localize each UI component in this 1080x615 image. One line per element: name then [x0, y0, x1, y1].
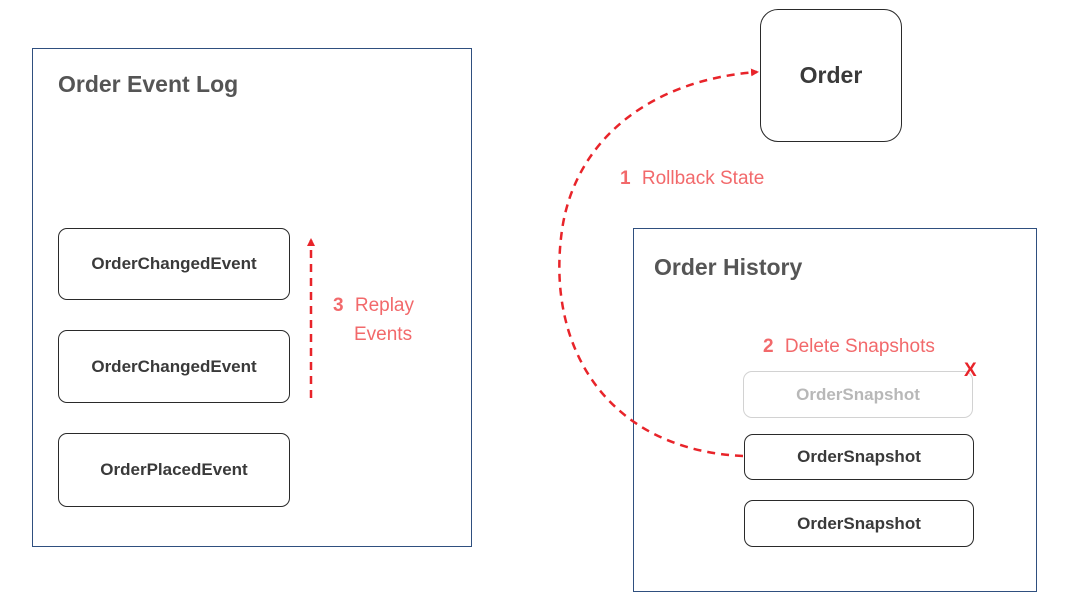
delete-x-icon: X	[964, 360, 977, 381]
deleted-snapshot: OrderSnapshot	[743, 371, 973, 418]
step-1-number: 1	[620, 168, 631, 189]
order-history-title: Order History	[654, 254, 803, 280]
step-1-text: Rollback State	[641, 168, 765, 189]
rollback-arrow	[558, 68, 759, 458]
snapshot-1: OrderSnapshot	[744, 434, 974, 480]
step-2-number: 2	[763, 336, 774, 357]
rollback-state-label: 1 Rollback State	[620, 168, 764, 190]
order-aggregate-box: Order	[760, 9, 902, 142]
event-order-changed-1: OrderChangedEvent	[58, 228, 290, 300]
event-order-changed-2: OrderChangedEvent	[58, 330, 290, 403]
event-order-placed: OrderPlacedEvent	[58, 433, 290, 507]
replay-events-label: 3 Replay	[333, 295, 414, 317]
step-3-text-line1: Replay	[354, 295, 415, 316]
step-3-number: 3	[333, 295, 344, 316]
order-event-log-title: Order Event Log	[58, 71, 239, 97]
delete-snapshots-label: 2 Delete Snapshots	[763, 336, 935, 358]
step-2-text: Delete Snapshots	[784, 336, 935, 357]
snapshot-2: OrderSnapshot	[744, 500, 974, 547]
replay-events-label-line2: Events	[354, 324, 413, 345]
